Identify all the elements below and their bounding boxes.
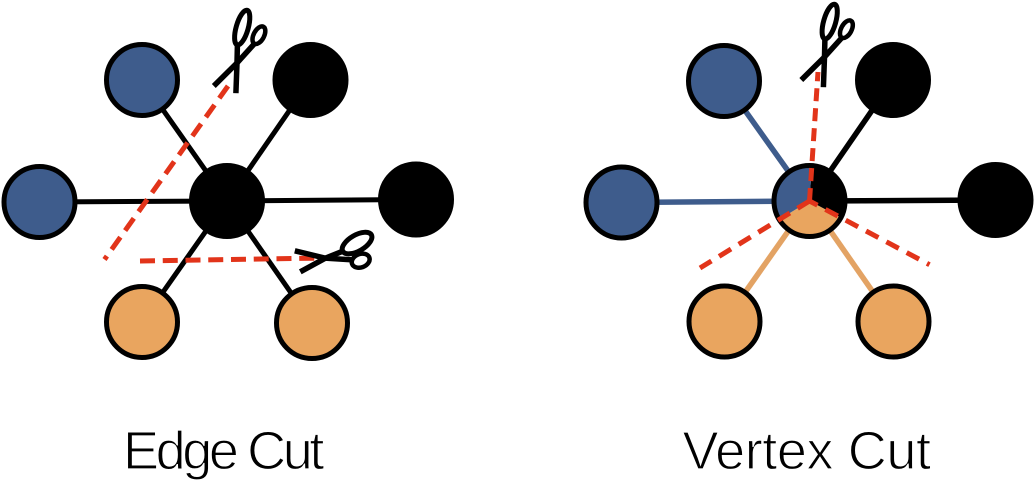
svg-text:Vertex Cut: Vertex Cut xyxy=(682,421,931,481)
svg-text:Edge Cut: Edge Cut xyxy=(123,421,324,481)
